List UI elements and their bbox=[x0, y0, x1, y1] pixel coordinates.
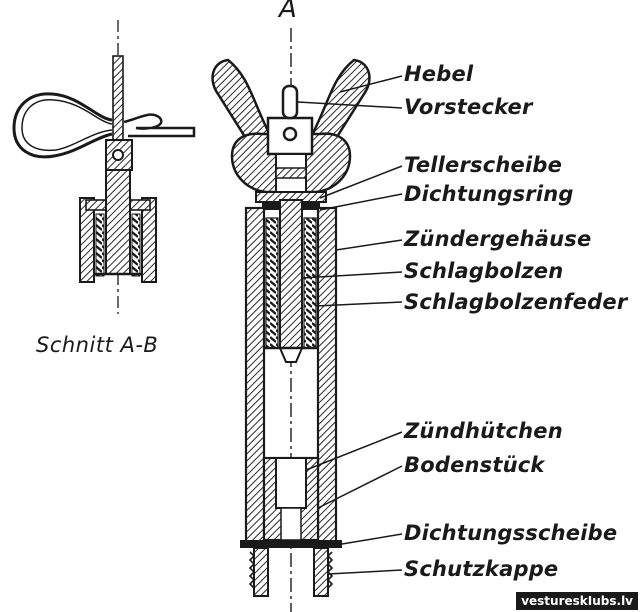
spring-clip bbox=[12, 92, 113, 159]
leader-hebel bbox=[339, 75, 403, 93]
firing-pin-tip bbox=[278, 347, 304, 363]
cap-thread-left bbox=[248, 551, 256, 589]
primer-cap bbox=[275, 457, 307, 509]
leader-bodenstueck bbox=[317, 465, 403, 509]
firing-spring-left bbox=[265, 217, 279, 349]
housing-wall-left bbox=[244, 206, 266, 548]
label-dichtungsscheibe: Dichtungsscheibe bbox=[404, 521, 618, 545]
protective-cap-right bbox=[313, 547, 329, 597]
leader-tellerscheibe bbox=[319, 165, 403, 199]
leader-vorstecker bbox=[297, 101, 403, 109]
leader-zuendergehaeuse bbox=[335, 239, 403, 251]
leader-lines bbox=[297, 75, 403, 575]
watermark: vestureskIubs.lv bbox=[516, 592, 638, 610]
leader-dichtungsscheibe bbox=[341, 533, 403, 545]
pin-hole bbox=[282, 126, 298, 142]
section-marker-a: A bbox=[279, 0, 297, 24]
label-schutzkappe: Schutzkappe bbox=[404, 557, 559, 581]
label-schlagbolzen: Schlagbolzen bbox=[404, 259, 564, 283]
section-caption: Schnitt A-B bbox=[36, 333, 159, 357]
cap-thread-right bbox=[326, 551, 334, 589]
label-zuendhuetchen: Zündhütchen bbox=[404, 419, 563, 443]
leader-schlagbolzenfeder bbox=[315, 301, 403, 307]
firing-pin bbox=[279, 199, 303, 349]
leader-dichtungsring bbox=[319, 193, 403, 211]
section-ab-view bbox=[12, 20, 196, 314]
main-section-view bbox=[211, 28, 371, 612]
sealing-washer bbox=[240, 540, 342, 548]
housing-wall-right bbox=[316, 206, 338, 548]
protective-cap-left bbox=[253, 547, 269, 597]
cotter-pin bbox=[281, 84, 299, 120]
label-tellerscheibe: Tellerscheibe bbox=[404, 153, 563, 177]
leader-schutzkappe bbox=[327, 569, 403, 575]
label-schlagbolzenfeder: Schlagbolzenfeder bbox=[404, 290, 628, 314]
leader-schlagbolzen bbox=[301, 271, 403, 279]
label-vorstecker: Vorstecker bbox=[404, 95, 533, 119]
leader-zuendhuetchen bbox=[305, 431, 403, 471]
firing-spring-right bbox=[303, 217, 317, 349]
label-dichtungsring: Dichtungsring bbox=[404, 182, 574, 206]
label-bodenstueck: Bodenstück bbox=[404, 453, 545, 477]
label-hebel: Hebel bbox=[404, 62, 474, 86]
label-zuendergehaeuse: Zündergehäuse bbox=[404, 227, 592, 251]
